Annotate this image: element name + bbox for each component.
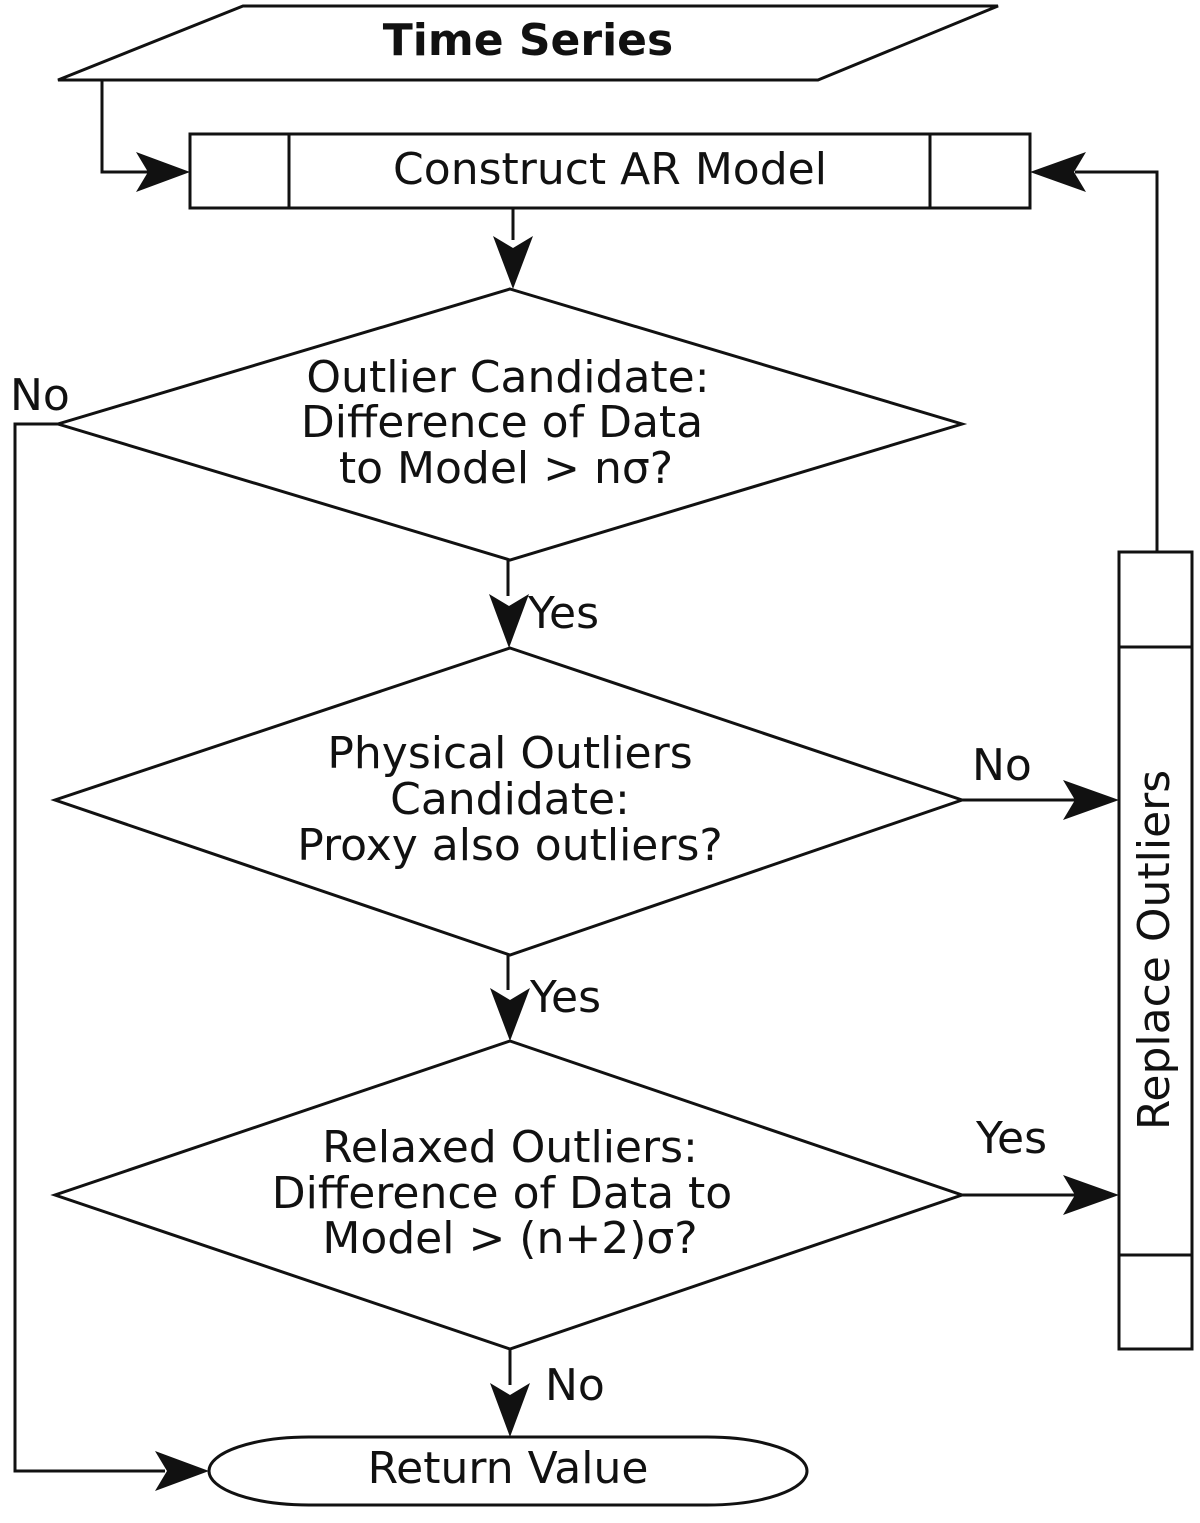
replace-outliers-node: Replace Outliers — [1117, 550, 1194, 1351]
time-series-node: Time Series — [57, 4, 999, 82]
relaxed-yes-arrowhead — [1063, 1175, 1119, 1215]
relaxed-outliers-line-3: Model > (n+2)σ? — [322, 1213, 697, 1264]
relaxed-outliers-decision: Relaxed Outliers: Difference of Data to … — [50, 1039, 967, 1351]
construct-ar-model-shape — [188, 132, 1032, 210]
time-series-to-construct-connector — [100, 80, 150, 174]
relaxed-no-label: No — [545, 1360, 605, 1411]
outlier-no-label: No — [10, 370, 70, 421]
outlier-candidate-shape — [52, 287, 968, 562]
relaxed-outliers-line-1: Relaxed Outliers: — [322, 1122, 698, 1173]
physical-outliers-line-1: Physical Outliers — [327, 728, 692, 779]
outlier-yes-arrowhead — [489, 594, 529, 648]
time-series-to-construct-arrowhead — [136, 152, 190, 192]
time-series-label: Time Series — [383, 15, 673, 66]
time-series-shape — [57, 4, 999, 82]
physical-outliers-shape — [50, 646, 967, 957]
construct-ar-model-node: Construct AR Model — [188, 132, 1032, 210]
relaxed-yes-label: Yes — [975, 1113, 1047, 1164]
outlier-candidate-line-1: Outlier Candidate: — [306, 352, 709, 403]
physical-outliers-decision: Physical Outliers Candidate: Proxy also … — [50, 646, 967, 957]
outlier-candidate-decision: Outlier Candidate: Difference of Data to… — [52, 287, 968, 562]
physical-outliers-line-2: Candidate: — [390, 774, 630, 825]
relaxed-no-arrowhead — [490, 1383, 530, 1437]
replace-outliers-shape — [1117, 550, 1194, 1351]
physical-yes-label: Yes — [529, 972, 601, 1023]
physical-outliers-line-3: Proxy also outliers? — [297, 820, 722, 871]
replace-outliers-label: Replace Outliers — [1129, 770, 1180, 1130]
replace-to-construct-arrowhead — [1030, 152, 1086, 192]
construct-ar-model-label: Construct AR Model — [393, 144, 827, 195]
outlier-no-arrowhead — [155, 1451, 209, 1491]
physical-no-label: No — [972, 740, 1032, 791]
relaxed-outliers-line-2: Difference of Data to — [272, 1168, 732, 1219]
physical-no-arrowhead — [1063, 780, 1119, 820]
construct-to-outlier-arrowhead — [493, 236, 533, 289]
return-value-label: Return Value — [368, 1443, 649, 1494]
replace-to-construct-connector — [1075, 170, 1159, 552]
outlier-yes-label: Yes — [527, 588, 599, 639]
outlier-candidate-line-3: to Model > nσ? — [339, 443, 673, 494]
physical-yes-arrowhead — [490, 988, 530, 1041]
outlier-candidate-line-2: Difference of Data — [301, 397, 703, 448]
return-value-node: Return Value — [207, 1435, 809, 1507]
outlier-no-connector — [13, 422, 165, 1473]
